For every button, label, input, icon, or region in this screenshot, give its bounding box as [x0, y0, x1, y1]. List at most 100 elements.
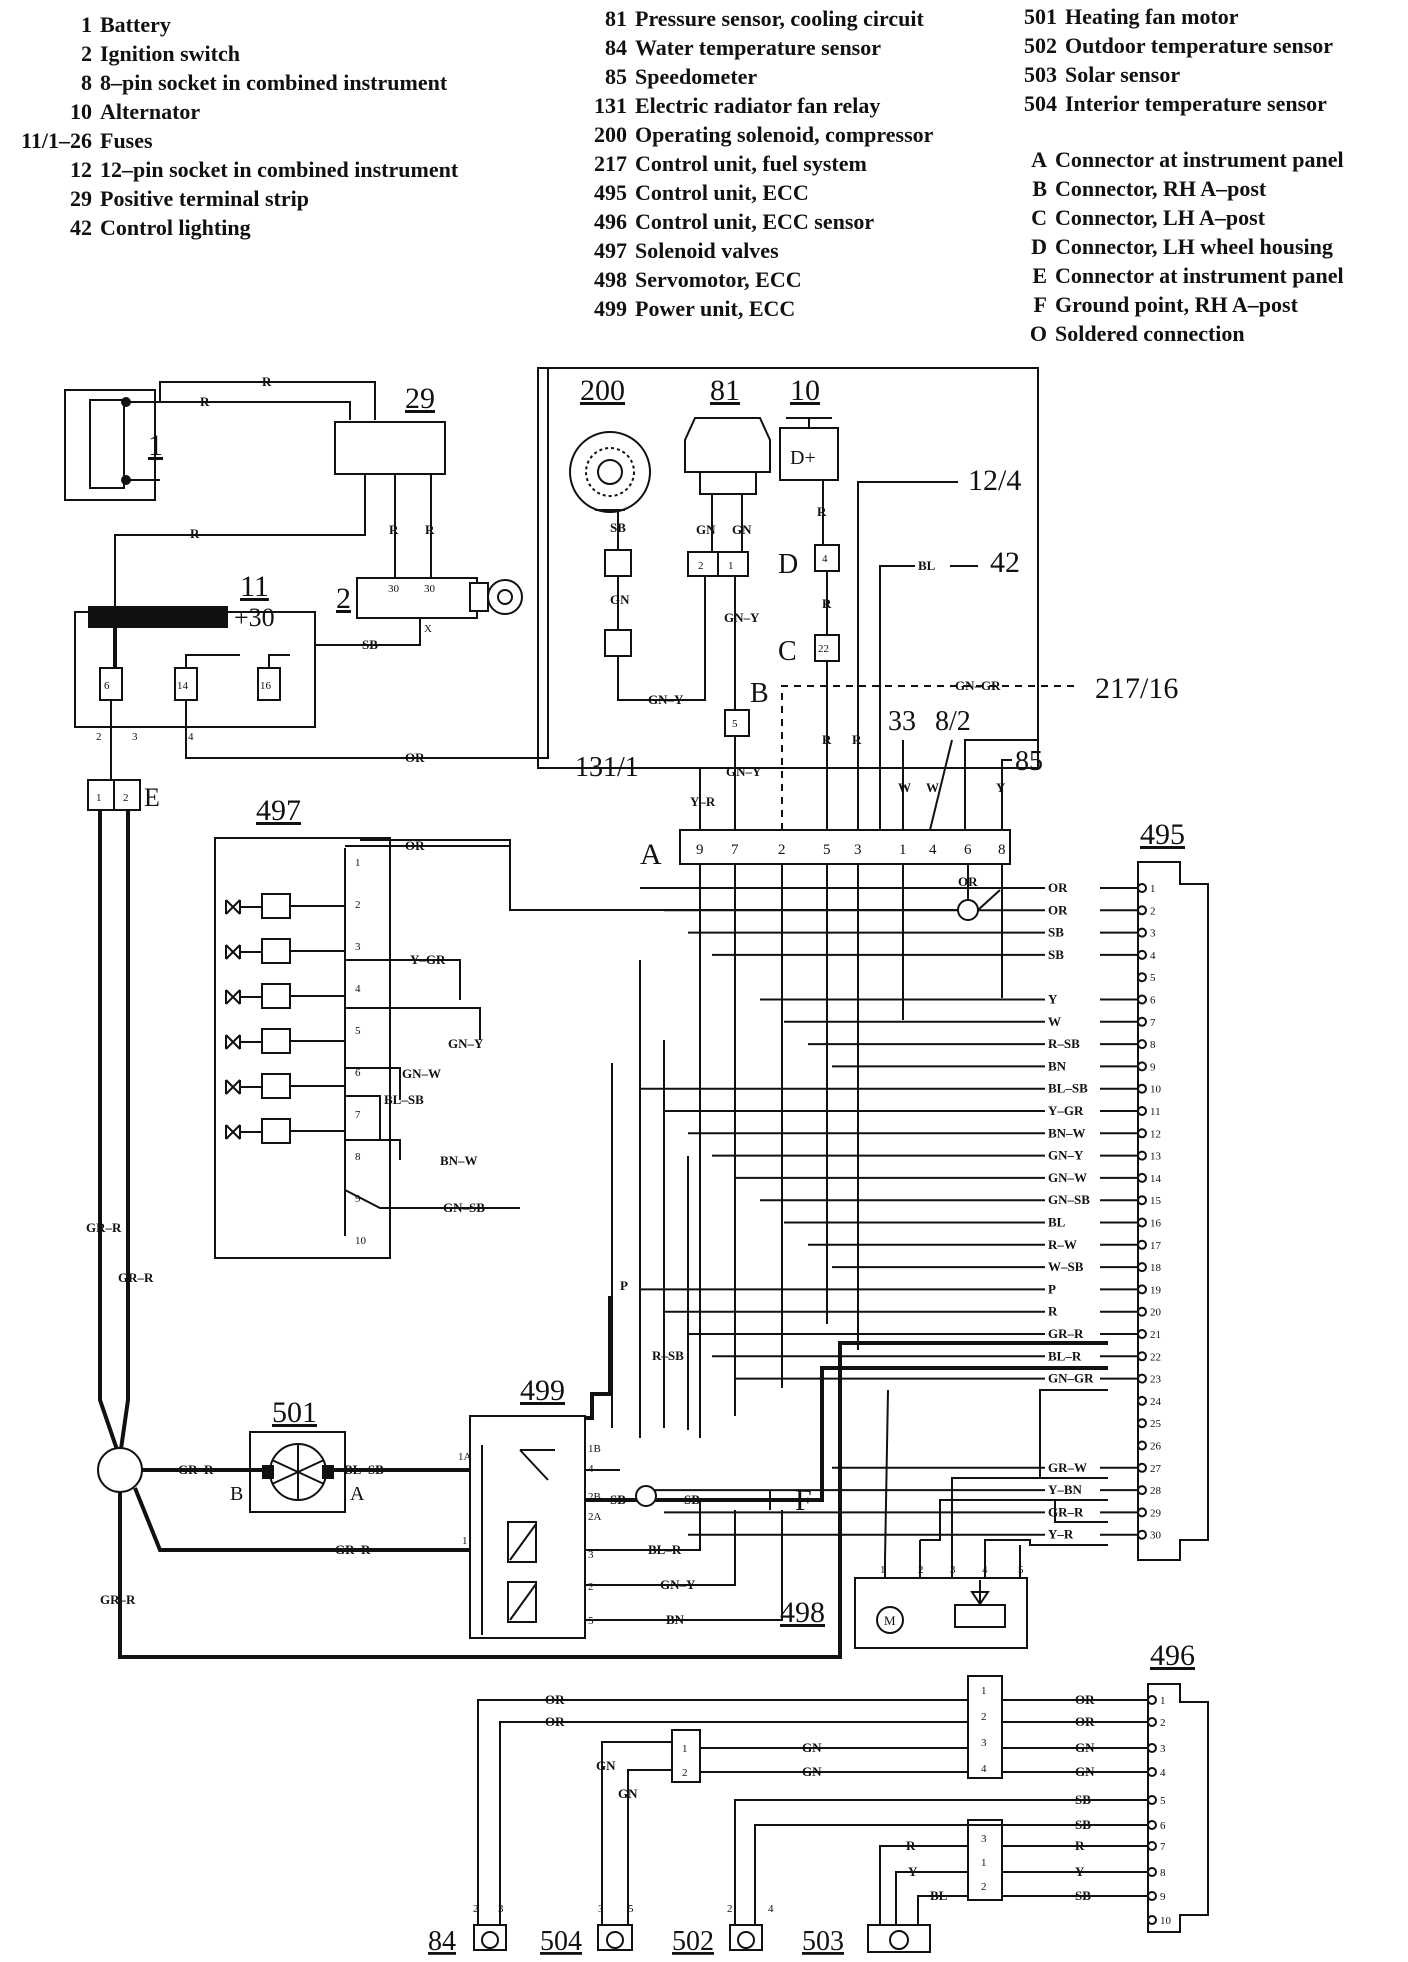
valve-symbol: [225, 899, 241, 915]
ecu-495-pin-number: 16: [1150, 1218, 1162, 1230]
positive-terminal-strip: 29: [334, 382, 446, 475]
ecu-495-pin: [1137, 1485, 1147, 1496]
valve-lead: [240, 1085, 345, 1088]
ecu-496-pin-number: 9: [1160, 1891, 1166, 1903]
svg-text:SB: SB: [610, 1492, 626, 1507]
valve-coil: [261, 893, 291, 919]
valve-pin: 1: [355, 857, 361, 869]
ecu-495-pin-number: 6: [1150, 995, 1156, 1007]
ecu-495-pin-number: 18: [1150, 1262, 1162, 1274]
ecu-496-pin: [1147, 1915, 1157, 1925]
wire-label: R: [425, 522, 435, 537]
legend-item-text: Alternator: [100, 99, 201, 124]
ecu-495-wire-color: W–SB: [1048, 1259, 1084, 1274]
ecu-495-wire-color: BN–W: [1048, 1125, 1086, 1140]
valve-pin: 9: [355, 1193, 361, 1205]
legend-item-number: 502: [1024, 33, 1057, 58]
ecu-495-wire-color: Y: [1048, 992, 1058, 1007]
ecu-495-pin: [1137, 1284, 1147, 1295]
label-1: 1: [148, 429, 163, 462]
ecu-495-pin: [1137, 1039, 1147, 1050]
legend-item-number: A: [1031, 147, 1047, 172]
svg-text:3: 3: [588, 1549, 594, 1561]
legend-item-text: Connector at instrument panel: [1055, 263, 1344, 288]
svg-text:3: 3: [132, 731, 138, 743]
ecu-495-pin: [1137, 905, 1147, 916]
legend-item-number: D: [1031, 234, 1047, 259]
label-D: D: [778, 549, 798, 580]
ecu-496-pin-number: 7: [1160, 1841, 1166, 1853]
ecu-496-pin: [1147, 1795, 1157, 1805]
legend-item-text: Control unit, ECC sensor: [635, 209, 875, 234]
svg-text:1: 1: [880, 1564, 886, 1576]
legend-item-text: Power unit, ECC: [635, 296, 796, 321]
compressor-solenoid: 200: [569, 374, 651, 657]
ignition-switch: 30 30 2: [336, 577, 523, 619]
svg-text:GN: GN: [802, 1764, 822, 1779]
svg-text:3: 3: [981, 1833, 987, 1845]
ref-42: 42: [990, 546, 1020, 579]
ecu-495-pin: [1137, 883, 1147, 893]
ecu-495-pin-number: 4: [1150, 950, 1156, 962]
legend-item-number: 81: [605, 6, 627, 31]
ecu-495-pin: [1137, 1262, 1147, 1273]
label-501-B: B: [230, 1483, 243, 1505]
connector-a-pin: 8: [998, 842, 1006, 858]
valve-symbol: [225, 1124, 241, 1140]
ref-217-16: 217/16: [1095, 672, 1178, 705]
ecu-495-pin: [1137, 972, 1147, 983]
connector-a-pin: 2: [778, 842, 786, 858]
svg-text:1: 1: [981, 1857, 987, 1869]
ecu-495-pin: [1137, 1106, 1147, 1116]
legend-item-text: Ignition switch: [100, 41, 240, 66]
power-unit-ecc: 499 1A 1B 4 2B 2A 1 3 2 5: [458, 1374, 602, 1639]
valve-lead: [240, 1040, 345, 1043]
label-495: 495: [1140, 818, 1185, 851]
label-496: 496: [1150, 1639, 1195, 1672]
ecu-495-pin: [1137, 1440, 1147, 1451]
ecu-495-pin: [1137, 1061, 1147, 1072]
valve-coil: [261, 938, 291, 964]
label-497: 497: [256, 794, 301, 827]
legend-item-text: Connector, RH A–post: [1055, 176, 1267, 201]
valve-lead: [240, 950, 345, 953]
ecu-495-pin: [1137, 1128, 1147, 1139]
ecu-495-pin: [1137, 1462, 1147, 1473]
valve-pin: 2: [355, 899, 361, 911]
legend-item-number: 495: [594, 180, 627, 205]
ecu-495-pin-number: 8: [1150, 1039, 1156, 1051]
legend-item-number: 499: [594, 296, 627, 321]
valve-pin: 6: [355, 1067, 361, 1079]
legend-item-text: Solar sensor: [1065, 62, 1181, 87]
svg-text:3: 3: [981, 1737, 987, 1749]
wire-label: R: [389, 522, 399, 537]
svg-text:X: X: [424, 623, 432, 635]
svg-text:4: 4: [188, 731, 194, 743]
legend-item-number: 84: [605, 35, 627, 60]
valve-coil: [261, 983, 291, 1009]
wire-label: GR–R: [86, 1220, 122, 1235]
motor-symbol: M: [884, 1613, 896, 1628]
svg-text:5: 5: [732, 718, 738, 730]
ecu-495-wire-color: GN–W: [1048, 1170, 1087, 1185]
svg-text:3: 3: [498, 1903, 504, 1915]
ecu-495-pin-number: 11: [1150, 1106, 1161, 1118]
ecu-496-pin: [1147, 1820, 1157, 1830]
ecu-495-pin-number: 10: [1150, 1084, 1162, 1096]
svg-text:BL–R: BL–R: [648, 1542, 682, 1557]
legend-item-number: 497: [594, 238, 627, 263]
wire-label: GN: [732, 522, 752, 537]
connector-c: 22 C: [778, 634, 840, 667]
svg-text:R–SB: R–SB: [652, 1348, 684, 1363]
